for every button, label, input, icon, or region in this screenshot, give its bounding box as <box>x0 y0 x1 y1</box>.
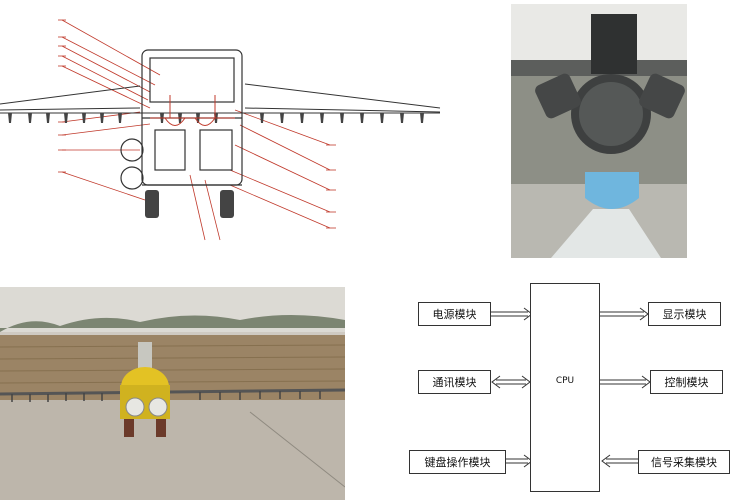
label-ticks <box>58 19 336 229</box>
pipework <box>150 95 235 126</box>
power-module-box: 电源模块 <box>418 302 491 326</box>
soil-furrows <box>0 344 345 384</box>
frame-wheels <box>145 190 234 218</box>
arrow-power-to-cpu <box>491 307 533 321</box>
arrow-keyboard-to-cpu <box>506 454 533 468</box>
control-module-box: 控制模块 <box>650 370 723 394</box>
comm-module-box: 通讯模块 <box>418 370 491 394</box>
arrow-comm-cpu <box>491 375 531 389</box>
sprayer-technical-drawing <box>0 0 450 255</box>
field-svg <box>0 287 345 500</box>
control-block-diagram: CPU 电源模块 通讯模块 键盘操作模块 显示模块 控制模块 信号采集模块 <box>390 270 750 500</box>
nozzle-photo <box>511 4 687 258</box>
boom-arms <box>0 83 441 114</box>
central-frame <box>120 49 243 190</box>
arrow-signal-to-cpu <box>601 454 638 468</box>
drawing-svg <box>0 19 441 241</box>
cpu-label: CPU <box>555 376 575 386</box>
leader-lines-left <box>61 19 161 201</box>
keyboard-module-box: 键盘操作模块 <box>409 450 506 474</box>
arrow-cpu-to-display <box>600 307 649 321</box>
arrow-cpu-to-control <box>600 375 651 389</box>
field-photo <box>0 287 345 500</box>
field-boom-nozzles <box>11 391 321 402</box>
signal-module-box: 信号采集模块 <box>638 450 730 474</box>
leader-lines-right <box>189 109 331 241</box>
display-module-box: 显示模块 <box>648 302 721 326</box>
nozzle-svg <box>511 4 687 258</box>
cpu-box: CPU <box>530 283 600 492</box>
